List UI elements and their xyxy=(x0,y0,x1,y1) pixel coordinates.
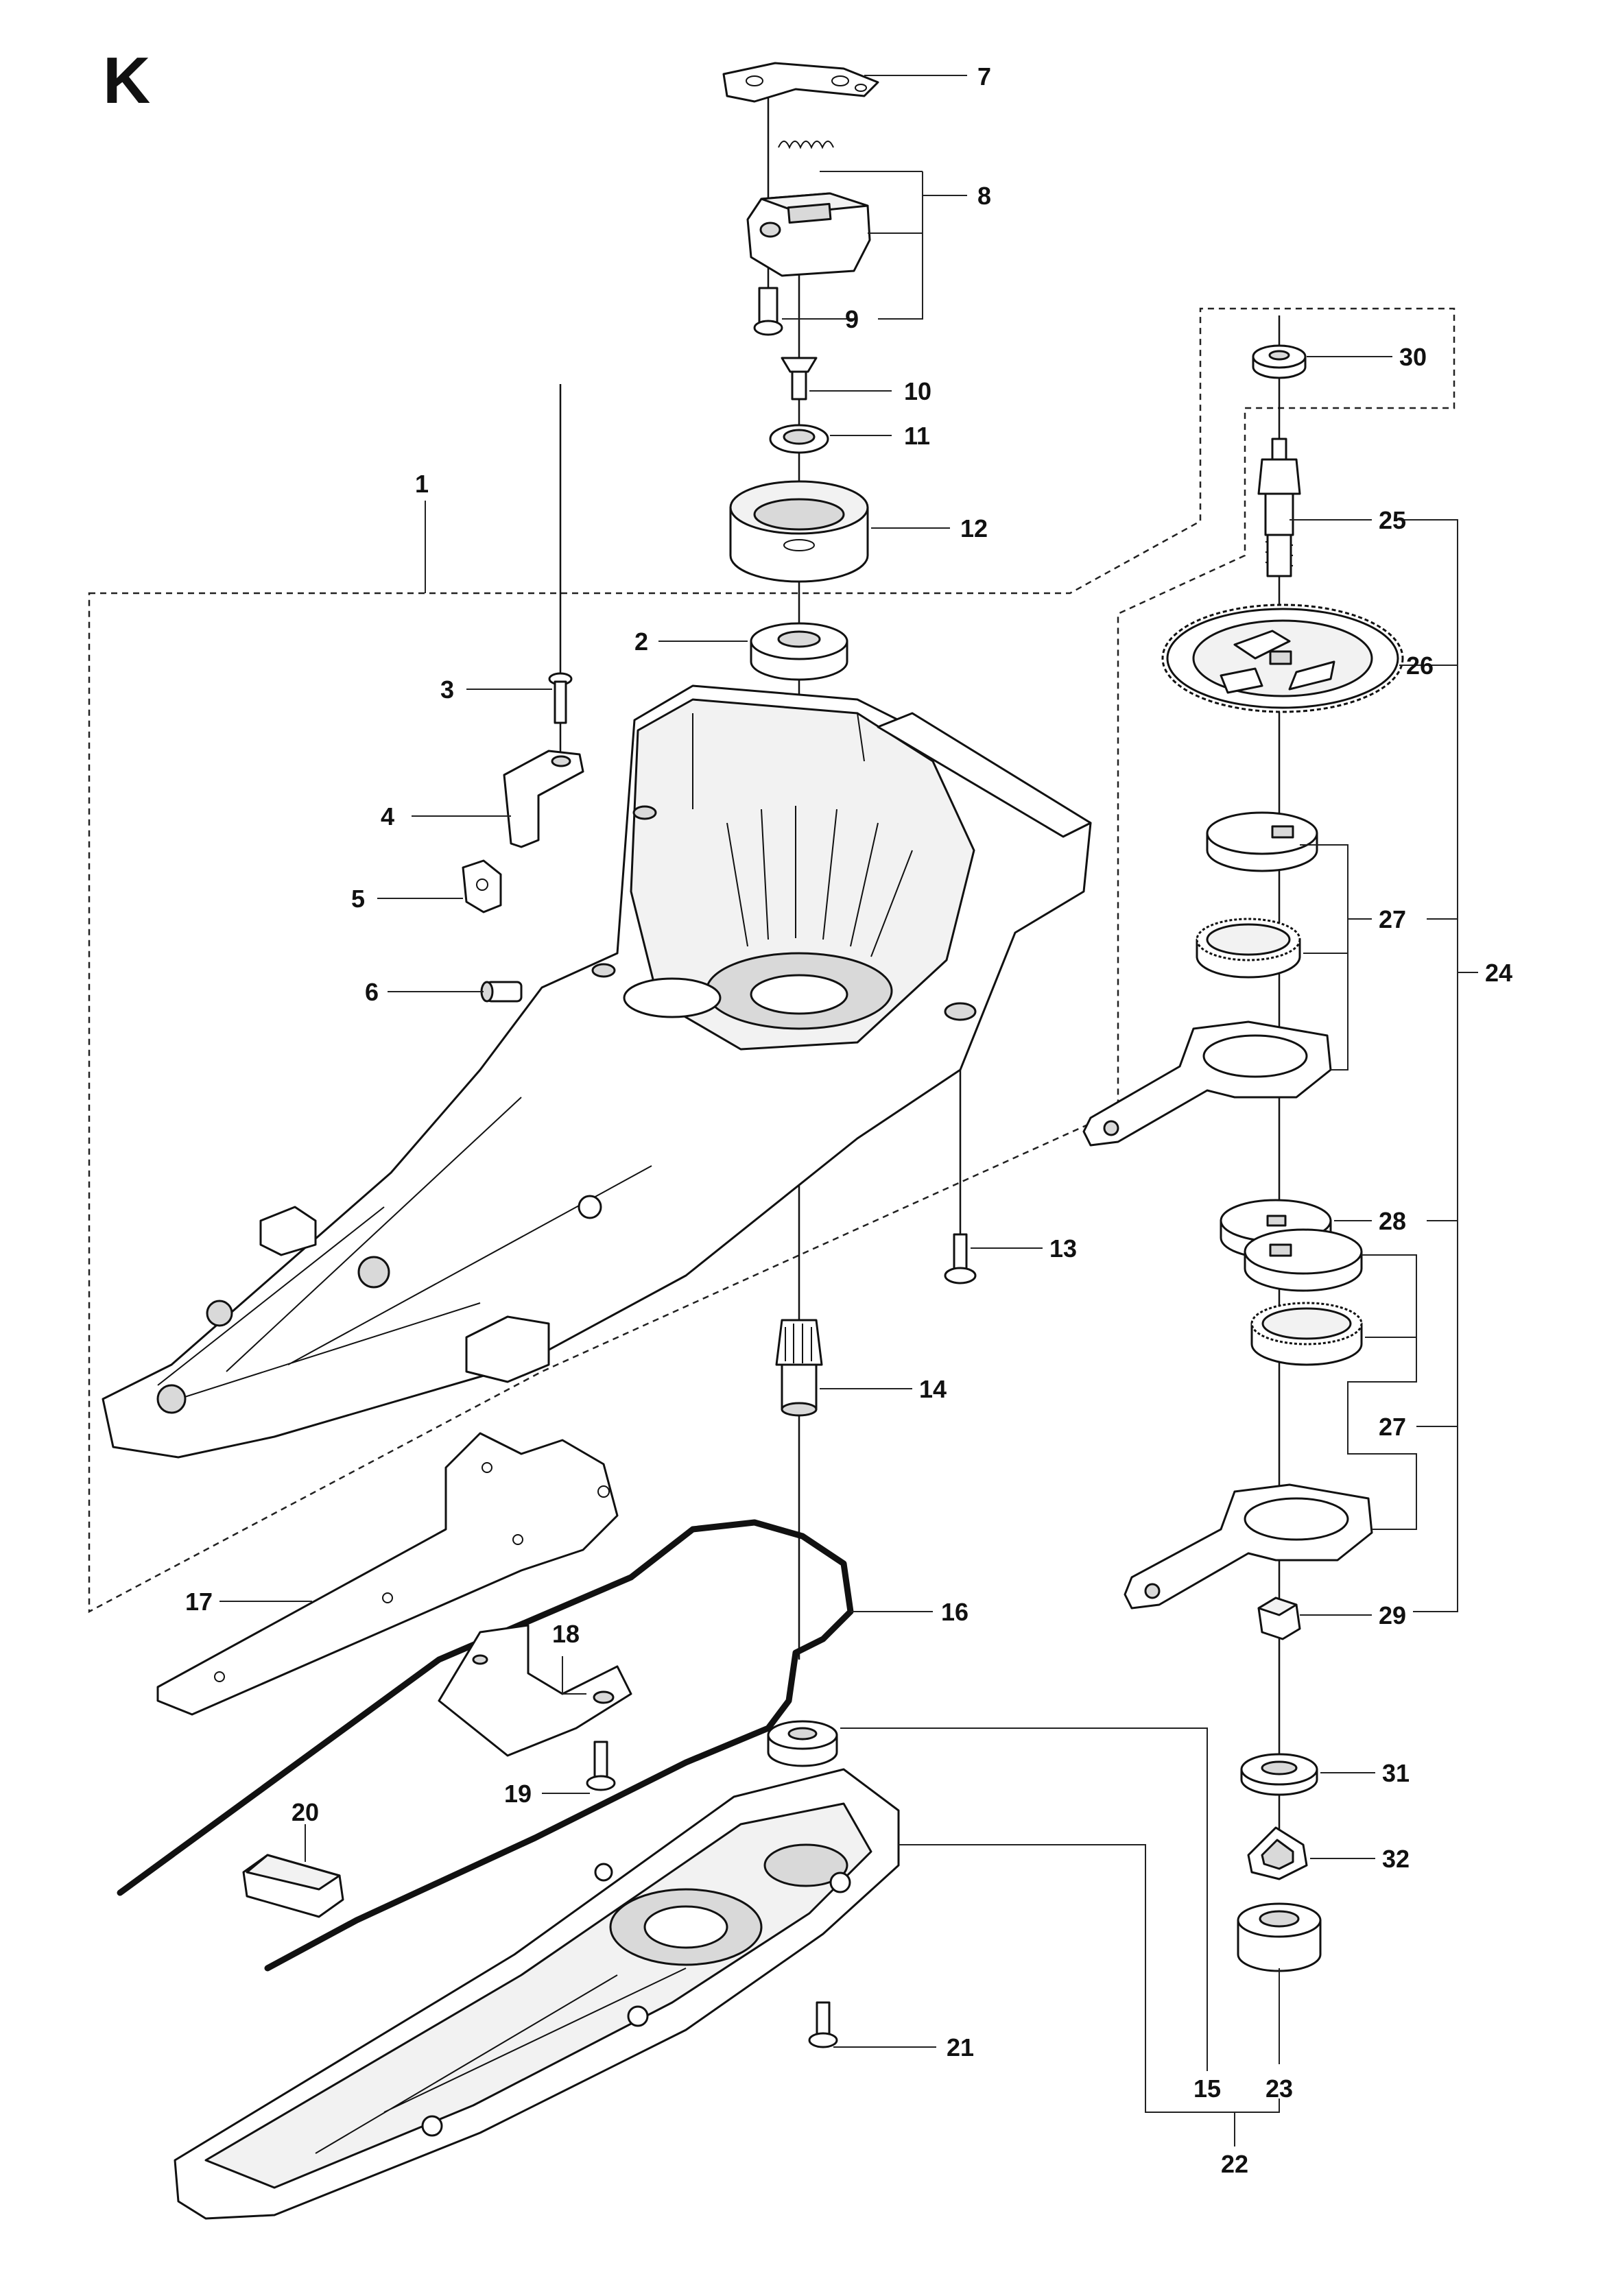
callout-7: 7 xyxy=(977,62,991,91)
callout-31: 31 xyxy=(1382,1759,1410,1787)
part-7-plate xyxy=(722,62,879,103)
callout-21: 21 xyxy=(947,2033,974,2061)
callout-19: 19 xyxy=(504,1780,532,1808)
part-11-washer xyxy=(769,424,829,454)
part-17-plate xyxy=(156,1432,619,1716)
part-14-pinion xyxy=(775,1319,823,1417)
part-27-upper-group xyxy=(1082,811,1332,1147)
part-22-cover xyxy=(174,1768,900,2220)
callout-5: 5 xyxy=(351,885,365,913)
part-20-block xyxy=(242,1854,344,1918)
part-21-screw xyxy=(808,2001,838,2048)
callout-24: 24 xyxy=(1485,959,1512,987)
part-4-bracket xyxy=(503,750,584,848)
callout-27b: 27 xyxy=(1379,1413,1406,1441)
part-13-screw xyxy=(944,1233,977,1284)
part-9-pin xyxy=(753,287,783,336)
callout-9: 9 xyxy=(845,305,859,333)
part-30-washer xyxy=(1252,344,1307,379)
part-2-bearing xyxy=(750,622,848,681)
section-letter: K xyxy=(103,44,151,117)
callout-10: 10 xyxy=(904,377,931,405)
part-31-washer xyxy=(1240,1753,1318,1796)
part-23-bearing xyxy=(1237,1902,1322,1972)
callout-13: 13 xyxy=(1049,1234,1077,1263)
callout-25: 25 xyxy=(1379,506,1406,534)
callout-22: 22 xyxy=(1221,2150,1248,2178)
leader-lines xyxy=(219,75,1478,2146)
callout-23: 23 xyxy=(1266,2074,1293,2103)
callout-29: 29 xyxy=(1379,1601,1406,1629)
part-27-lower-group xyxy=(1124,1228,1373,1610)
callout-6: 6 xyxy=(365,978,379,1006)
callout-3: 3 xyxy=(440,675,454,704)
callout-8: 8 xyxy=(977,182,991,210)
part-3-screw xyxy=(548,672,573,724)
callout-32: 32 xyxy=(1382,1845,1410,1873)
callout-4: 4 xyxy=(381,802,394,830)
callout-labels: 7 8 9 10 11 12 1 2 3 4 5 6 13 14 17 16 1… xyxy=(185,62,1512,2178)
callout-16: 16 xyxy=(941,1598,969,1626)
part-10-screw xyxy=(781,357,818,400)
part-5-clip xyxy=(462,859,502,913)
callout-26: 26 xyxy=(1406,651,1434,680)
part-26-gear xyxy=(1161,603,1404,713)
part-19-screw xyxy=(586,1741,616,1791)
part-12-drum xyxy=(729,480,869,583)
part-29-nut xyxy=(1257,1597,1301,1640)
callout-17: 17 xyxy=(185,1588,213,1616)
callout-20: 20 xyxy=(292,1798,319,1826)
callout-12: 12 xyxy=(960,514,988,542)
callout-27a: 27 xyxy=(1379,905,1406,933)
part-25-shaft xyxy=(1257,438,1301,577)
part-16-gasket xyxy=(117,1519,854,1972)
callout-30: 30 xyxy=(1399,343,1427,371)
callout-15: 15 xyxy=(1193,2074,1221,2103)
callout-14: 14 xyxy=(919,1375,947,1403)
part-8-clutch-assembly xyxy=(746,141,871,277)
part-15-bearing xyxy=(767,1720,838,1767)
callout-11: 11 xyxy=(904,422,930,450)
callout-1: 1 xyxy=(415,470,429,498)
part-18-bracket xyxy=(438,1624,632,1757)
part-1-gear-housing xyxy=(102,684,1092,1459)
callout-18: 18 xyxy=(552,1620,580,1648)
part-32-ring xyxy=(1247,1826,1308,1880)
callout-2: 2 xyxy=(634,627,648,656)
callout-28: 28 xyxy=(1379,1207,1406,1235)
part-6-nipple xyxy=(480,981,523,1003)
